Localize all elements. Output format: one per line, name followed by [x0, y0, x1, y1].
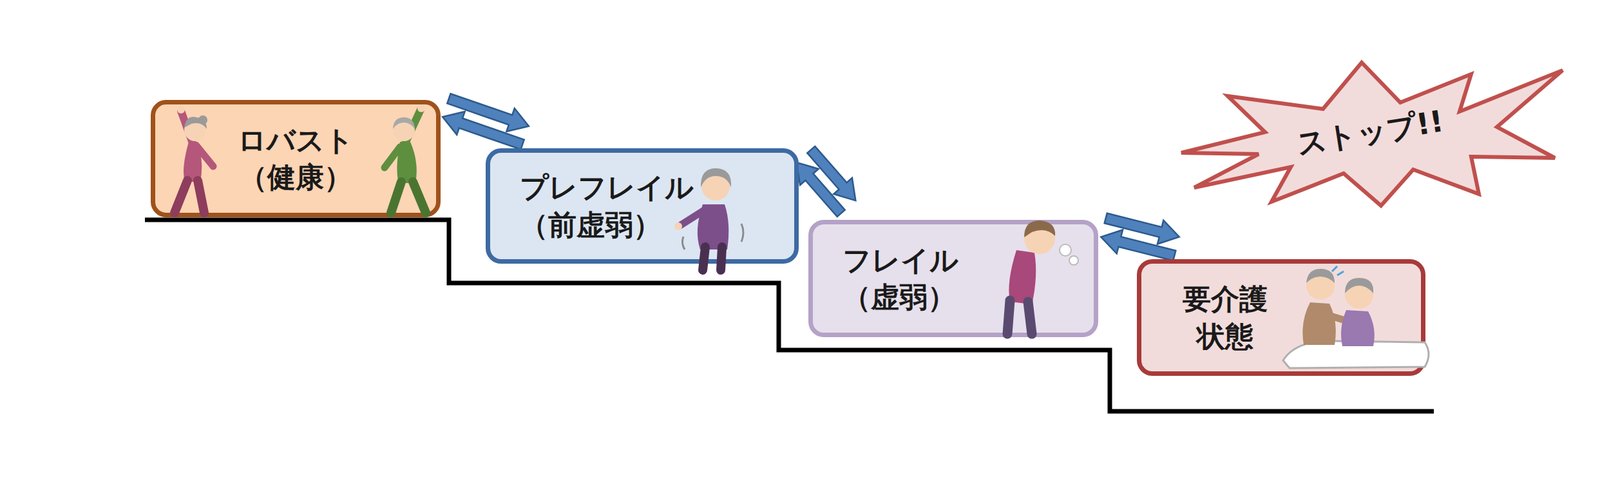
arrow-shape [442, 111, 525, 150]
woman-figure [174, 105, 214, 213]
transition-arrow [1100, 229, 1176, 261]
stage-box: 要介護 状態 [1136, 258, 1426, 376]
stage-box: プレフレイル （前虚弱） [485, 148, 799, 264]
stage-box: ロバスト （健康） [150, 99, 441, 218]
stage-label: ロバスト （健康） [237, 121, 354, 196]
stage-label: プレフレイル （前虚弱） [519, 168, 694, 243]
arrow-shape [796, 162, 846, 217]
man-figure [384, 104, 426, 213]
stage-box: フレイル （虚弱） [808, 219, 1099, 337]
arrow-shape [1100, 229, 1176, 261]
transition-arrow [442, 111, 525, 150]
stage-label: フレイル （虚弱） [842, 241, 959, 315]
care-scene [1141, 263, 1430, 381]
transition-arrow [796, 162, 846, 217]
starburst-callout: ストップ!! [1168, 56, 1572, 210]
stage-label: 要介護 状態 [1182, 280, 1268, 354]
